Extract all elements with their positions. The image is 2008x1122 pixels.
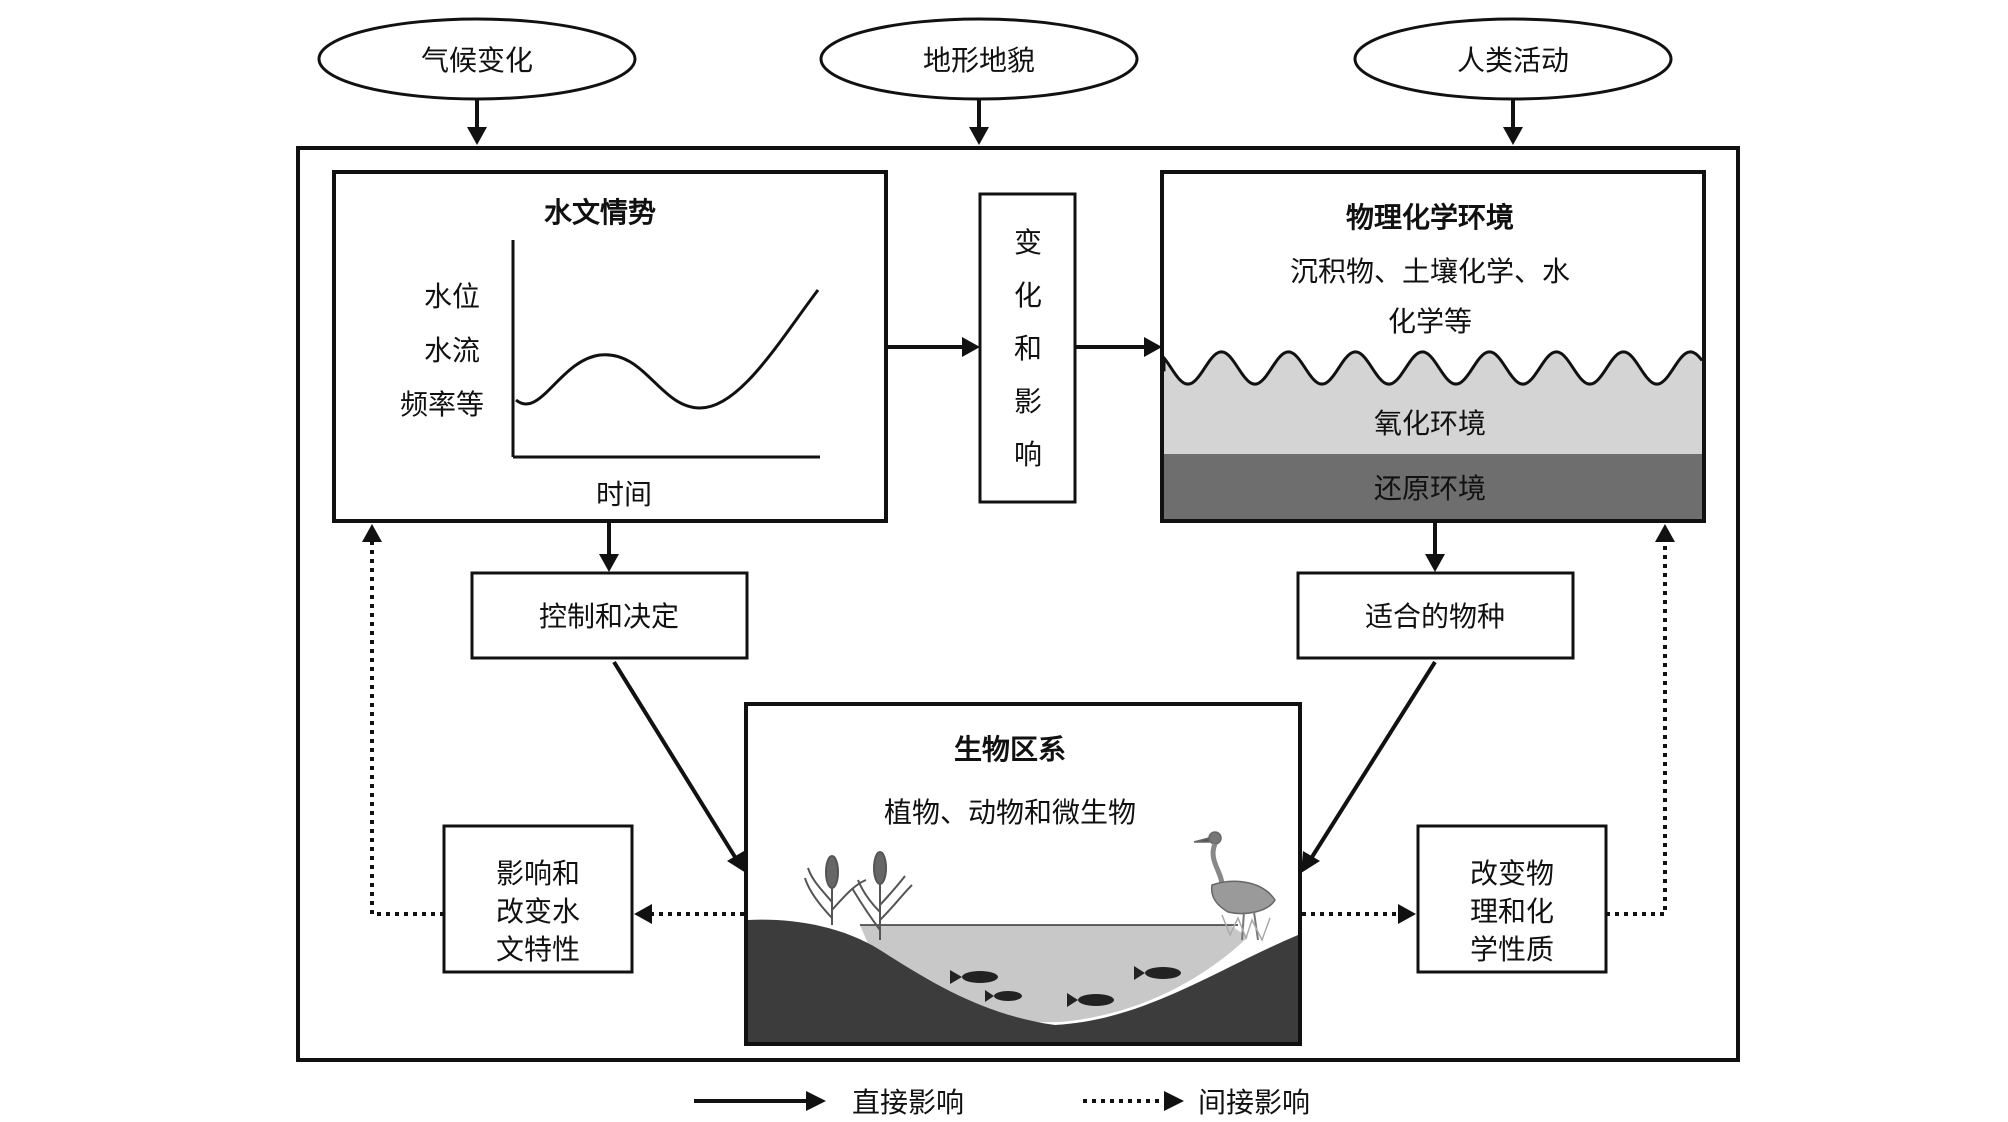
fish-icon	[950, 970, 998, 984]
change-char-3: 和	[1014, 332, 1042, 365]
alter-chem-box: 改变物 理和化 学性质	[1416, 824, 1608, 974]
affect-hydro-line3: 文特性	[496, 933, 580, 966]
change-char-4: 影	[1014, 385, 1042, 418]
change-char-2: 化	[1014, 279, 1042, 312]
driver-climate-label: 气候变化	[421, 44, 533, 77]
physchem-desc-line1: 沉积物、土壤化学、水	[1290, 255, 1570, 288]
control-box: 控制和决定	[470, 571, 749, 660]
indirect-arrows	[370, 540, 1667, 916]
fish-icon	[1134, 966, 1181, 980]
reduced-label: 还原环境	[1374, 472, 1486, 505]
biota-desc: 植物、动物和微生物	[884, 796, 1136, 829]
reduced-layer	[1164, 454, 1702, 519]
driver-terrain: 地形地貌	[819, 17, 1139, 101]
change-char-1: 变	[1014, 226, 1042, 259]
driver-arrows	[467, 100, 1523, 145]
hydro-curve	[515, 289, 820, 410]
reed-plants-icon	[804, 851, 913, 940]
fish-icon	[985, 990, 1022, 1002]
physchem-title: 物理化学环境	[1346, 201, 1514, 234]
biota-title: 生物区系	[954, 733, 1066, 766]
hydro-ylabel-flow: 水流	[424, 334, 480, 367]
affect-hydro-box: 影响和 改变水 文特性	[442, 824, 634, 974]
control-label: 控制和决定	[539, 600, 679, 633]
hydro-box: 水文情势 水位 水流 频率等 时间	[332, 170, 888, 523]
fish-icon	[1067, 993, 1114, 1007]
legend: 直接影响 间接影响	[694, 1086, 1310, 1119]
arrow-control-to-biota	[612, 660, 737, 859]
driver-human: 人类活动	[1353, 17, 1673, 101]
affect-hydro-line1: 影响和	[496, 857, 580, 890]
suited-box: 适合的物种	[1296, 571, 1575, 660]
change-box: 变 化 和 影 响	[978, 192, 1077, 504]
hydro-xlabel: 时间	[596, 478, 652, 511]
pond-soil	[748, 919, 1298, 1042]
legend-direct-label: 直接影响	[852, 1086, 964, 1119]
arrow-affect-hydro-to-hydro	[370, 540, 444, 916]
physchem-desc-line2: 化学等	[1388, 305, 1472, 338]
driver-climate: 气候变化	[317, 17, 637, 101]
alter-chem-line2: 理和化	[1470, 895, 1554, 928]
hydro-title: 水文情势	[544, 196, 656, 229]
fish-icons	[950, 966, 1181, 1007]
driver-terrain-label: 地形地貌	[923, 44, 1035, 77]
hydro-ylabel-freq: 频率等	[400, 388, 484, 421]
diagonal-arrows	[612, 660, 1437, 873]
hydro-ylabel-level: 水位	[424, 280, 480, 313]
physchem-box: 物理化学环境 沉积物、土壤化学、水 化学等 氧化环境 还原环境	[1160, 170, 1706, 523]
oxidized-layer	[1164, 382, 1702, 454]
alter-chem-line3: 学性质	[1470, 933, 1554, 966]
arrow-alter-chem-to-physchem	[1606, 540, 1667, 916]
suited-label: 适合的物种	[1365, 600, 1505, 633]
water-surface-wave	[1162, 350, 1704, 386]
affect-hydro-line2: 改变水	[496, 895, 580, 928]
arrow-suited-to-biota	[1310, 660, 1437, 859]
change-char-5: 响	[1014, 438, 1042, 471]
system-frame	[296, 146, 1740, 1062]
alter-chem-line1: 改变物	[1470, 857, 1554, 890]
flow-arrows-top	[886, 337, 1162, 357]
legend-indirect-label: 间接影响	[1198, 1086, 1310, 1119]
biota-box: 生物区系 植物、动物和微生物	[744, 702, 1302, 1046]
oxidized-label: 氧化环境	[1374, 407, 1486, 440]
crane-bird-icon	[1193, 831, 1276, 942]
driver-human-label: 人类活动	[1457, 44, 1569, 77]
indirect-arrow-heads	[362, 524, 1675, 924]
